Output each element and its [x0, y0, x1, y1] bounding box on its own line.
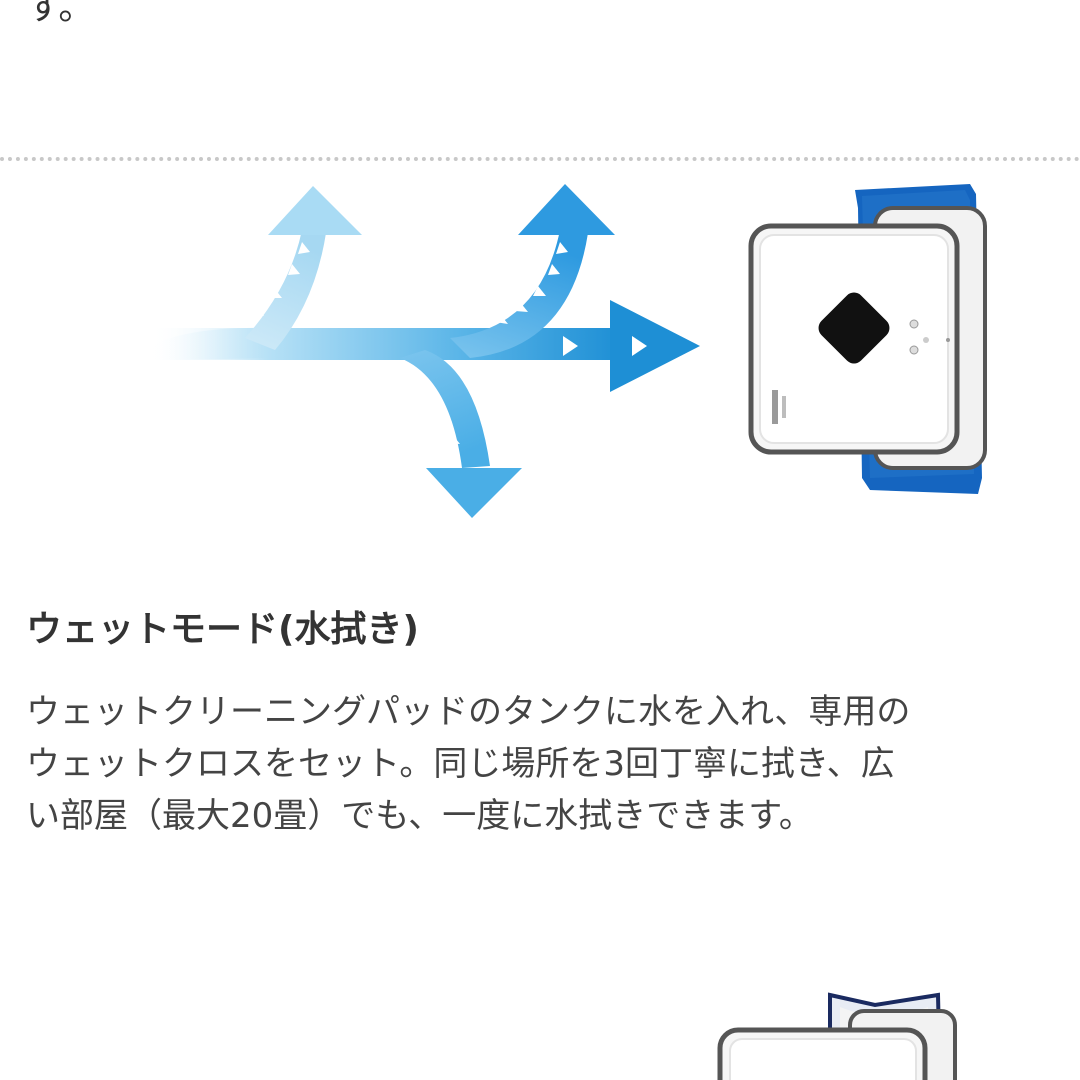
body-line: ウェットクロスをセット。同じ場所を3回丁寧に拭き、広 [26, 744, 895, 784]
previous-paragraph-end: す。 [26, 0, 95, 28]
arrow-up-left-icon [245, 186, 362, 350]
body-line: ウェットクリーニングパッドのタンクに水を入れ、専用の [26, 692, 911, 732]
robot-diamond-button [818, 292, 890, 364]
mopping-robot-partial-icon [717, 992, 957, 1080]
arrow-right-icon [150, 300, 700, 392]
arrow-up-right-icon [450, 184, 615, 358]
wet-mode-illustration [150, 184, 987, 518]
body-line: い部屋（最大20畳）でも、一度に水拭きできます。 [26, 796, 813, 836]
robot-partial-illustration [717, 992, 957, 1080]
section-body: ウェットクリーニングパッドのタンクに水を入れ、専用の ウェットクロスをセット。同… [26, 686, 1056, 842]
dotted-divider [0, 157, 1080, 161]
arrow-down-icon [400, 350, 522, 518]
mopping-robot-icon [748, 184, 987, 494]
section-heading: ウェットモード(水拭き) [26, 609, 419, 650]
